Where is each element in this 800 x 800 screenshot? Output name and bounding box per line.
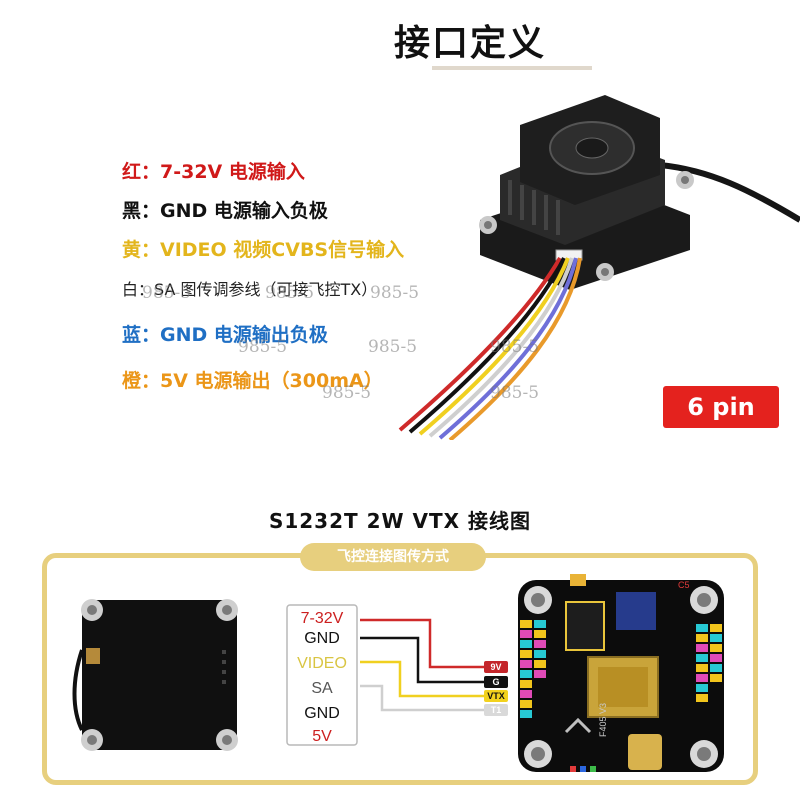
- watermark-8: 985-5: [490, 383, 540, 403]
- watermark-6: 985-5: [490, 337, 540, 357]
- watermark-7: 985-5: [322, 383, 372, 403]
- pin-label-1: 7-32V: [300, 610, 344, 627]
- usb-c-port: [628, 734, 662, 770]
- wire-harness: [398, 256, 582, 440]
- vtx-board-body: [82, 600, 237, 750]
- flight-controller-board: C5 F405 V3: [518, 574, 724, 772]
- fc-board-label: F405 V3: [598, 703, 608, 737]
- fc-pad-vtx: VTX: [484, 690, 508, 702]
- fc-connector-label: C5: [678, 580, 690, 590]
- legend-yellow: 黄：VIDEO 视频CVBS信号输入: [122, 239, 405, 261]
- frame-tag: 飞控连接图传方式: [300, 543, 486, 571]
- page-title: 接口定义: [393, 23, 546, 64]
- wire-white: [360, 684, 485, 712]
- diagram-title: S1232T 2W VTX 接线图: [268, 509, 532, 533]
- fc-pad-t1: T1: [484, 704, 508, 716]
- watermark-3: 985-5: [370, 283, 420, 303]
- vtx-bottom-board: [72, 599, 238, 751]
- fc-top-pad: [570, 574, 586, 586]
- antenna-cable: [659, 162, 800, 223]
- wire-yellow: [360, 660, 485, 698]
- pin-label-5: GND: [304, 705, 340, 722]
- fc-chip-left: [565, 601, 605, 651]
- wire-red: [360, 618, 485, 669]
- pin-count-badge: 6 pin: [663, 386, 779, 428]
- legend-orange: 橙：5V 电源输出（300mA）: [122, 370, 383, 392]
- legend-red: 红：7-32V 电源输入: [122, 161, 305, 183]
- fc-pad-9v: 9V: [484, 661, 508, 673]
- watermark-2: 985-5: [265, 283, 315, 303]
- fc-chip-blue: [616, 592, 656, 630]
- legend-white: 白：SA 图传调参线（可接飞控TX）: [122, 280, 378, 299]
- pin-label-3: VIDEO: [297, 655, 347, 672]
- watermark-5: 985-5: [368, 337, 418, 357]
- legend-blue: 蓝：GND 电源输出负极: [122, 324, 328, 346]
- pin-label-2: GND: [304, 630, 340, 647]
- pin-label-4: SA: [311, 680, 333, 697]
- watermark-4: 985-5: [238, 337, 288, 357]
- title-underline: [432, 66, 592, 70]
- pin-label-6: 5V: [312, 728, 332, 745]
- vtx-module-illustration: [398, 95, 800, 440]
- pin-label-box: [286, 604, 358, 746]
- fc-pad-g: G: [484, 676, 508, 688]
- wire-black: [360, 636, 485, 684]
- wiring-lines: [360, 618, 485, 712]
- legend-black: 黑：GND 电源输入负极: [122, 200, 328, 222]
- vtx-pad: [86, 648, 100, 664]
- watermark-1: 985-5: [142, 283, 192, 303]
